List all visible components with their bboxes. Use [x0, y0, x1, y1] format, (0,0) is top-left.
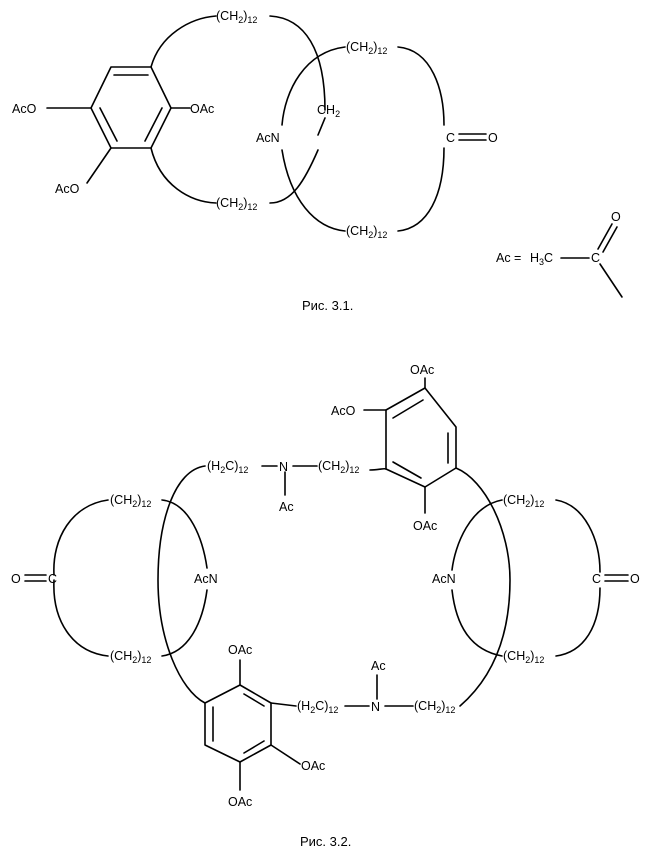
carbonyl-carbon-label: C [48, 572, 57, 586]
chain-label: (CH2)12 [503, 493, 544, 509]
chain-label: (CH2)12 [216, 196, 257, 212]
ring-double-bond [392, 461, 422, 479]
chain-label: (CH2)12 [110, 493, 151, 509]
right-ring-arc [555, 499, 601, 573]
right-ring-arc [555, 587, 601, 657]
oac-label: OAc [301, 759, 325, 773]
chain-bottom-arc [150, 147, 217, 204]
bond-bottom-ring-linker [270, 702, 297, 707]
ring-double-bond [243, 693, 265, 707]
aco-label: AcO [55, 182, 80, 196]
chain-top-arc [150, 15, 217, 68]
left-ring-arc [161, 499, 208, 569]
oac-label: OAc [228, 795, 252, 809]
chain-label: (CH2)12 [414, 699, 455, 715]
n-label: N [279, 460, 288, 474]
chain-top-right-link [369, 467, 387, 471]
acetyl-oxygen-label: O [611, 210, 621, 224]
bond-ch2 [317, 117, 326, 136]
macro-ring-left [281, 46, 346, 126]
right-big-arc [455, 467, 511, 707]
ring-double-bond [243, 740, 265, 754]
left-big-arc [157, 465, 206, 704]
macro-ring-left [281, 149, 346, 232]
right-ring-arc [451, 589, 503, 657]
acn-label: AcN [256, 131, 280, 145]
oac-label: OAc [228, 643, 252, 657]
methyl-label: H3C [530, 251, 553, 267]
ring-double-bond [99, 107, 118, 142]
aco-label: AcO [331, 404, 356, 418]
chain-label: (CH2)12 [110, 649, 151, 665]
oac-label: OAc [410, 363, 434, 377]
carbonyl-oxygen-label: O [630, 572, 640, 586]
chain-label: (H2C)12 [207, 459, 248, 475]
ac-definition-label: Ac = [496, 251, 521, 265]
carbonyl-carbon-label: C [592, 572, 601, 586]
ac-label: Ac [371, 659, 386, 673]
bond-oac-bottom-r [270, 744, 301, 765]
caption-fig-3-2: Рис. 3.2. [300, 834, 351, 849]
benzene-ring-top [385, 387, 457, 488]
aco-label: AcO [12, 102, 37, 116]
ch2-label: CH2 [317, 103, 340, 119]
carbonyl-carbon-label: C [446, 131, 455, 145]
figure-3-2: OAc AcO OAc (H2C)12 N (CH2)12 Ac (CH2)12… [11, 363, 640, 849]
chain-bottom-arc [269, 149, 319, 204]
chain-label: (H2C)12 [297, 699, 338, 715]
chain-label: (CH2)12 [216, 9, 257, 25]
ring-double-bond [144, 107, 163, 142]
benzene-ring [90, 66, 172, 149]
acetyl-carbon-label: C [591, 251, 600, 265]
chain-label: (CH2)12 [318, 459, 359, 475]
ring-double-bond [392, 399, 424, 419]
chain-label: (CH2)12 [503, 649, 544, 665]
acetyl-double-bond [602, 226, 618, 253]
ac-label: Ac [279, 500, 294, 514]
carbonyl-oxygen-label: O [11, 572, 21, 586]
macro-ring-right [397, 46, 445, 126]
acn-label: AcN [194, 572, 218, 586]
macro-ring-right [397, 147, 445, 232]
carbonyl-oxygen-label: O [488, 131, 498, 145]
bond-aco-2 [86, 147, 112, 184]
chain-label: (CH2)12 [346, 40, 387, 56]
left-ring-arc [53, 579, 109, 657]
benzene-ring-bottom [204, 684, 272, 763]
bond-acetyl-r [599, 263, 623, 298]
figure-3-1: (CH2)12 (CH2)12 (CH2)12 (CH2)12 CH2 AcN … [12, 9, 623, 313]
chain-label: (CH2)12 [346, 224, 387, 240]
acn-label: AcN [432, 572, 456, 586]
left-ring-arc [161, 589, 208, 657]
oac-label: OAc [413, 519, 437, 533]
oac-label: OAc [190, 102, 214, 116]
caption-fig-3-1: Рис. 3.1. [302, 298, 353, 313]
chain-top-arc [269, 15, 326, 111]
acetyl-double-bond [597, 223, 613, 250]
left-ring-arc [53, 499, 109, 576]
right-ring-arc [451, 499, 503, 571]
n-label: N [371, 700, 380, 714]
